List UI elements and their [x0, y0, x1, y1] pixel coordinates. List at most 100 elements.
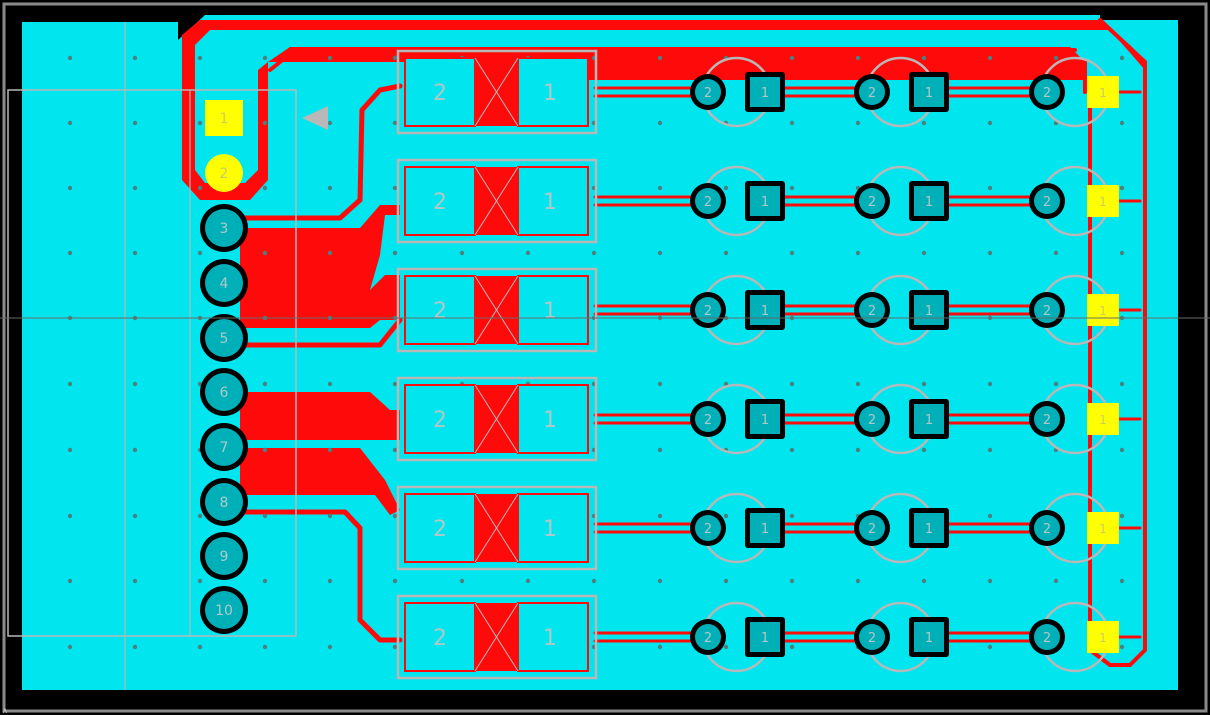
connector-silkscreen [7, 89, 297, 637]
led-pad-cathode [750, 77, 780, 107]
via [459, 578, 465, 584]
resistor-pad-label: 1 [543, 190, 557, 215]
via [987, 447, 993, 453]
via [67, 185, 73, 191]
led-pad-anode [695, 624, 721, 650]
via [262, 185, 268, 191]
connector-pin-label: 1 [220, 111, 229, 127]
via [262, 250, 268, 256]
connector-pad-round [205, 319, 243, 357]
led-pad-anode [859, 406, 885, 432]
led-pad-anode [695, 79, 721, 105]
led-pad-cathode [750, 622, 780, 652]
resistor-pad-label: 2 [433, 299, 447, 324]
via [327, 250, 333, 256]
led-pad-square [1087, 512, 1119, 544]
led-pad-label: 2 [868, 631, 876, 646]
via [657, 447, 663, 453]
led-pad-anode [859, 297, 885, 323]
led-pad-label: 1 [1099, 631, 1107, 645]
led-pad-anode [1034, 515, 1060, 541]
resistor-body-cross [474, 166, 519, 236]
via [392, 55, 398, 61]
via [327, 447, 333, 453]
via [1053, 578, 1059, 584]
led-pad-anode [695, 515, 721, 541]
led-pad-cathode [750, 513, 780, 543]
via [789, 644, 795, 650]
via [197, 513, 203, 519]
resistor-body-cross [474, 275, 519, 345]
connector-pad-round [205, 428, 243, 466]
via [197, 250, 203, 256]
led-pad-label: 1 [1099, 522, 1107, 536]
via [657, 578, 663, 584]
connector-pin-label: 9 [220, 549, 229, 565]
via [67, 447, 73, 453]
via [789, 578, 795, 584]
copper-trace [237, 317, 403, 348]
led-pad-label: 1 [761, 522, 769, 537]
led-pad-cathode [914, 77, 944, 107]
bus-fill-7-8 [240, 448, 400, 515]
led-pad-anode [1034, 79, 1060, 105]
copper-trace [237, 509, 403, 643]
resistor-pad-2 [404, 384, 476, 454]
via [789, 447, 795, 453]
led-pad-label: 2 [704, 86, 712, 101]
via [987, 578, 993, 584]
led-pad-anode [695, 406, 721, 432]
via [591, 250, 597, 256]
led-pad-label: 2 [868, 304, 876, 319]
via [132, 250, 138, 256]
resistor-silkscreen [396, 376, 598, 462]
via [262, 578, 268, 584]
via [987, 55, 993, 61]
via [1119, 644, 1125, 650]
resistor-silkscreen [396, 485, 598, 571]
resistor-silkscreen [396, 267, 598, 353]
resistor-pad-2 [404, 166, 476, 236]
via [1119, 185, 1125, 191]
connector-pin-label: 8 [220, 495, 229, 511]
led-pad-label: 2 [1043, 522, 1051, 537]
via [67, 250, 73, 256]
via [132, 120, 138, 126]
via [67, 513, 73, 519]
via [197, 644, 203, 650]
via [132, 644, 138, 650]
led-pad-label: 2 [868, 86, 876, 101]
via [789, 120, 795, 126]
via [262, 55, 268, 61]
via [987, 644, 993, 650]
led-pad-label: 1 [1099, 304, 1107, 318]
led-pad-label: 1 [1099, 86, 1107, 100]
resistor-pad-label: 1 [543, 299, 557, 324]
via [1119, 381, 1125, 387]
connector-pad-round [205, 483, 243, 521]
resistor-pad-1 [517, 602, 589, 672]
resistor-pad-1 [517, 384, 589, 454]
via [921, 120, 927, 126]
copper-trace [268, 48, 1077, 72]
connector-pad-round [205, 537, 243, 575]
via [789, 185, 795, 191]
via [657, 513, 663, 519]
via [1119, 513, 1125, 519]
connector-pin-label: 10 [215, 603, 233, 619]
resistor-body-cross [474, 384, 519, 454]
via [525, 250, 531, 256]
via [525, 578, 531, 584]
